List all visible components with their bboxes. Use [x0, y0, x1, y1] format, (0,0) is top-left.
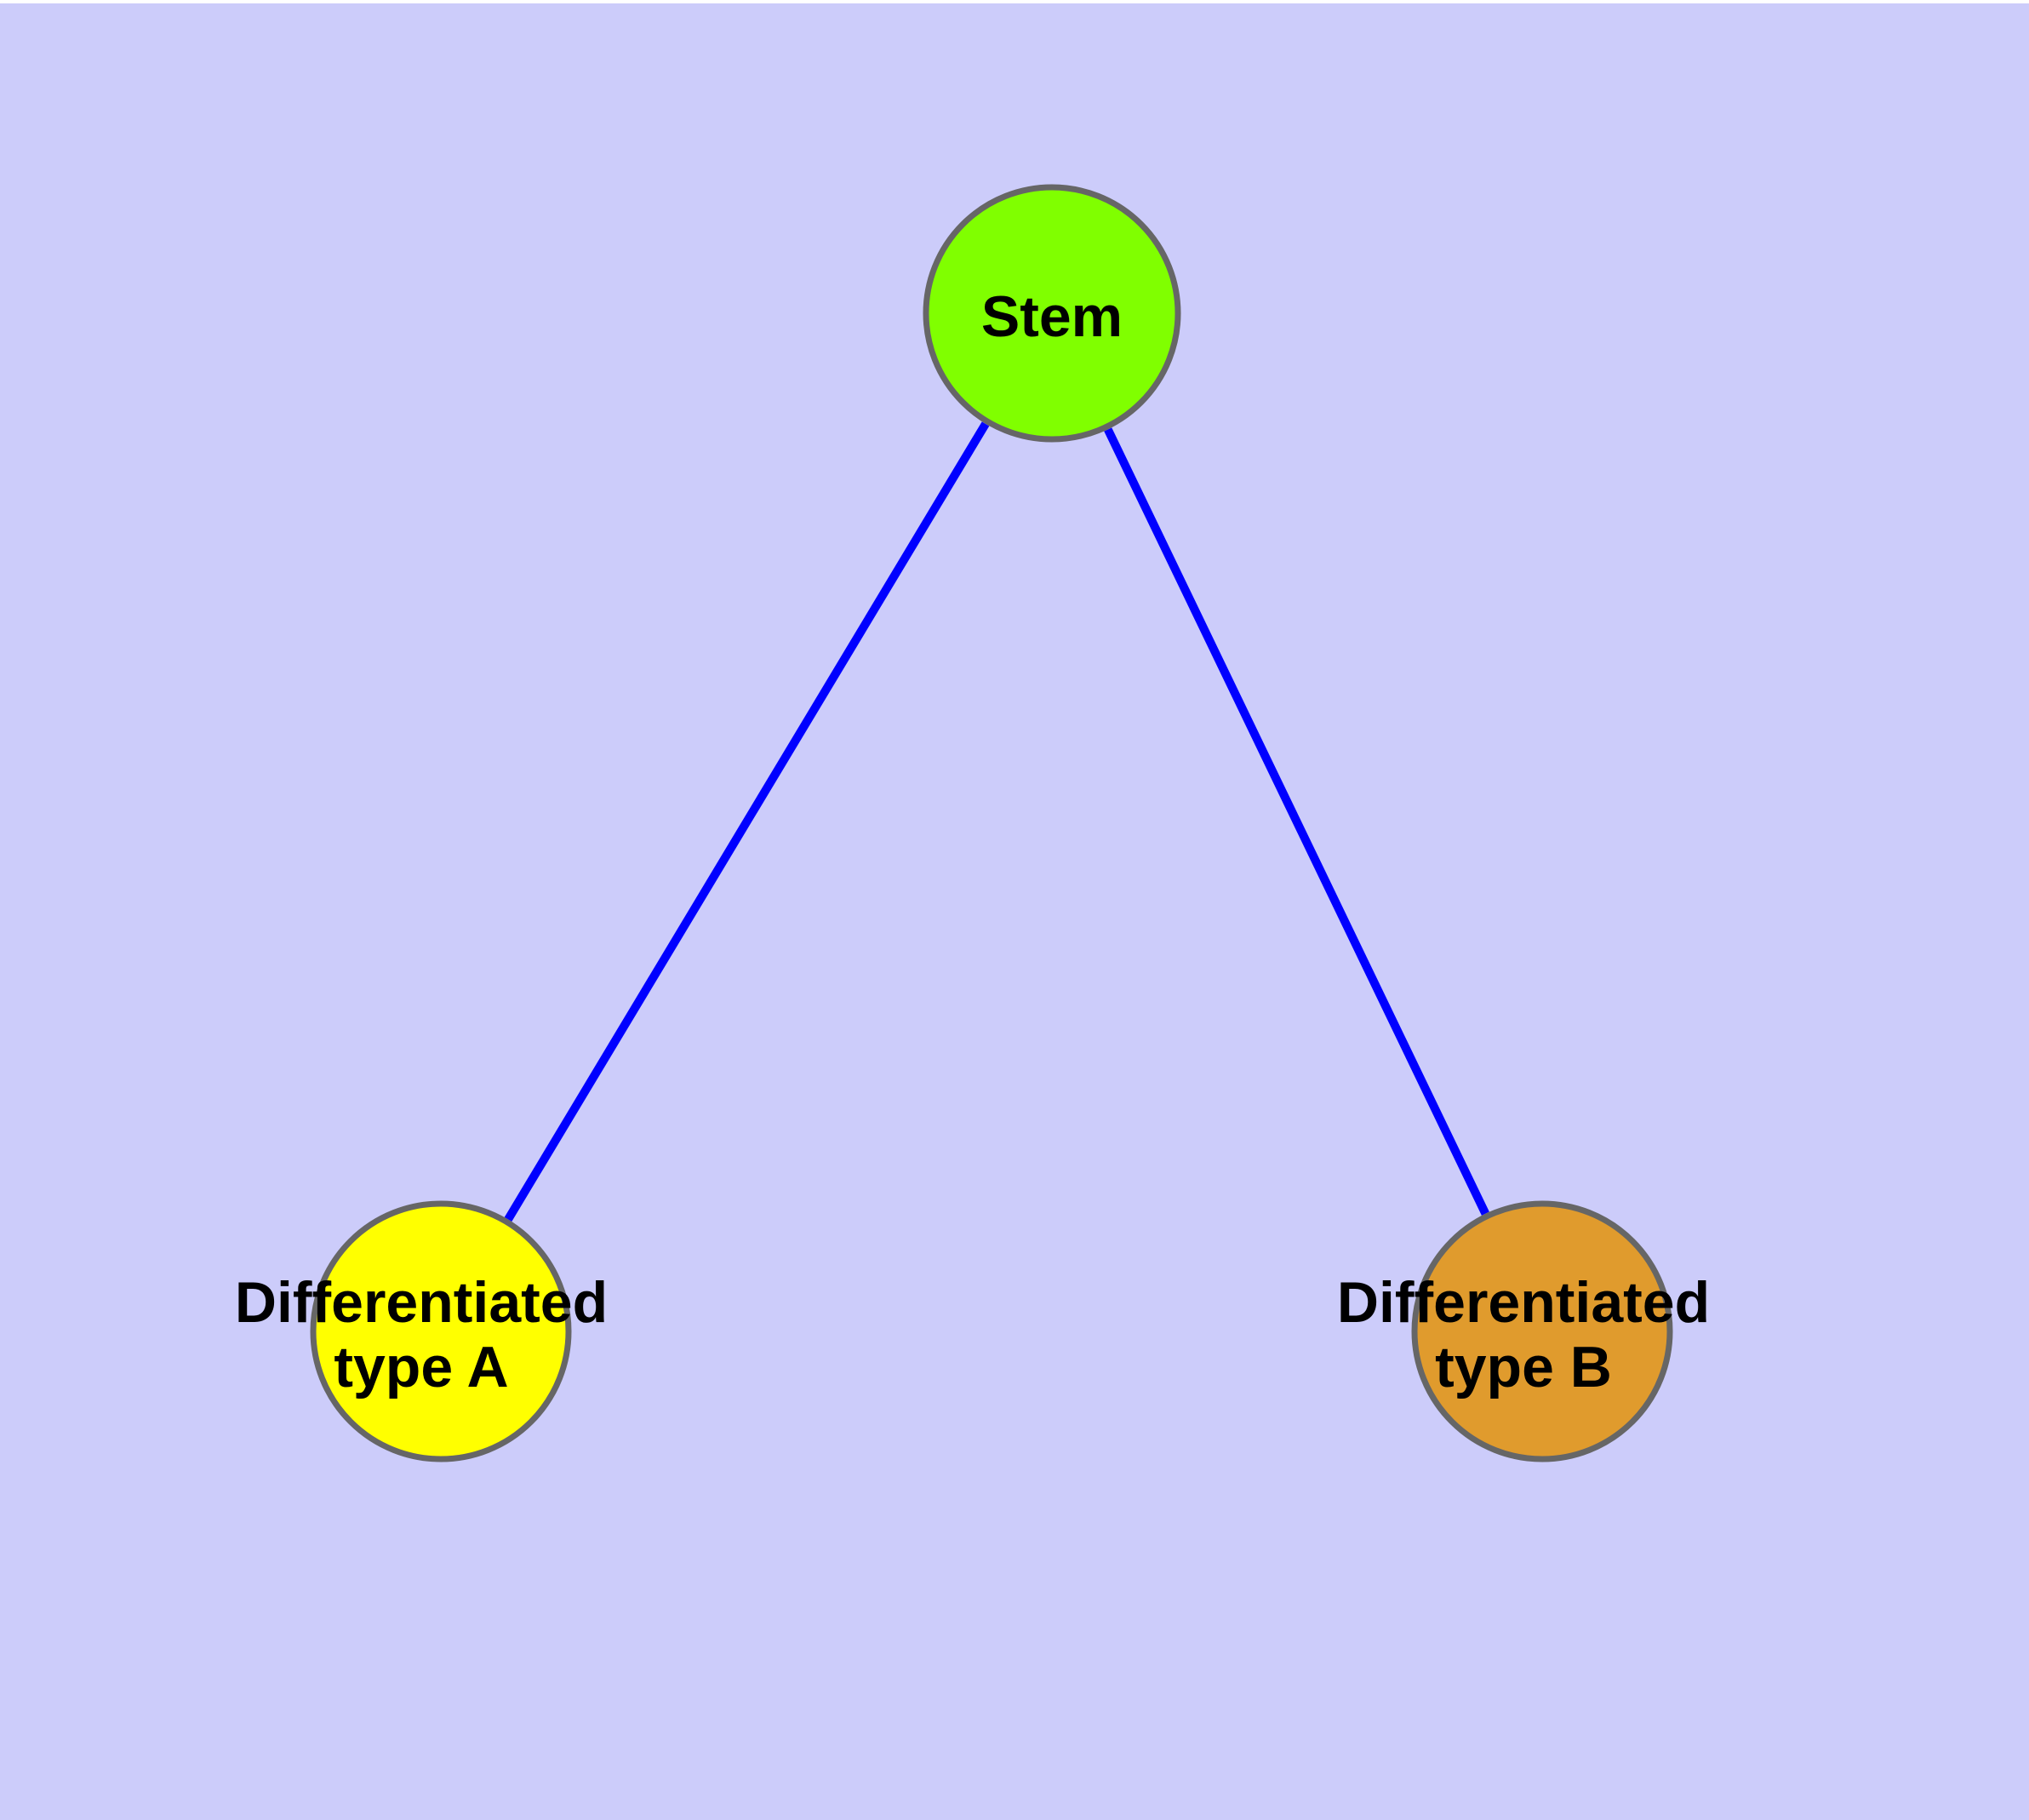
- top-white-strip: [0, 0, 2029, 3]
- graph-node-stem[interactable]: [923, 184, 1181, 443]
- node-layer: [310, 184, 1673, 1462]
- graph-edge[interactable]: [504, 421, 990, 1222]
- graph-node-diff_b[interactable]: [1411, 1200, 1673, 1462]
- edge-layer: [504, 421, 1489, 1222]
- graph-node-diff_a[interactable]: [310, 1200, 572, 1462]
- graph-edge[interactable]: [1104, 427, 1489, 1216]
